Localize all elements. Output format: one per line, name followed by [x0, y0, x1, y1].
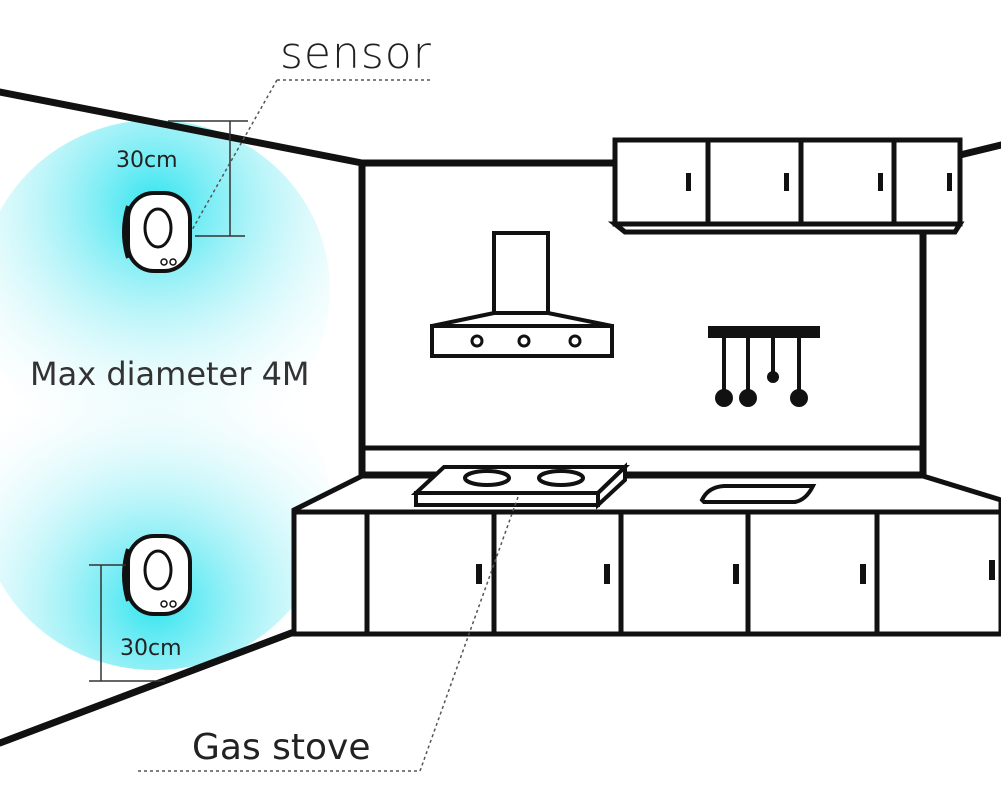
hood-knobs: [470, 334, 582, 348]
leader-lines: [138, 79, 519, 772]
upper-cabinet-handles: [686, 173, 952, 191]
max-diameter-label: Max diameter 4M: [30, 355, 310, 393]
gas-stove-label: Gas stove: [192, 727, 371, 768]
distance-label-bottom: 30cm: [120, 636, 182, 661]
sensor-label: sensor: [280, 28, 432, 79]
gas-stove-shape: [410, 462, 630, 510]
sensor-device-bottom: [122, 534, 192, 616]
countertop: [291, 473, 1001, 515]
detection-zone-bottom: [0, 340, 330, 670]
lower-cabinet-handles: [476, 560, 995, 584]
dimension-lines: [89, 120, 248, 682]
lower-cabinets: [291, 509, 1001, 637]
sink-shape: [699, 484, 817, 504]
room-outline: [0, 88, 1001, 747]
sensor-device-top: [122, 191, 192, 273]
utensil-rack: [708, 326, 820, 407]
distance-label-top: 30cm: [116, 148, 178, 173]
